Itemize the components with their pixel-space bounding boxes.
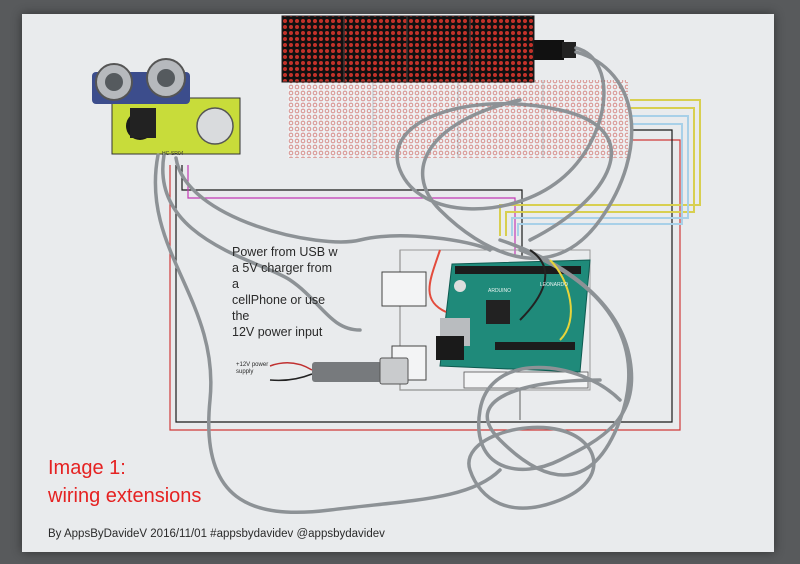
caption-line-2: wiring extensions xyxy=(48,485,202,507)
caption: Image 1: wiring extensions xyxy=(48,454,201,510)
arduino-label: ARDUINO xyxy=(488,288,512,294)
credit-line: By AppsByDavideV 2016/11/01 #appsbydavid… xyxy=(48,528,385,540)
jumper-wires xyxy=(428,249,572,341)
leonardo-label: LEONARDO xyxy=(540,282,569,288)
printed-board-outline xyxy=(381,249,591,391)
sensor-code-label: HC-SR04 xyxy=(162,151,184,157)
printed-matrix xyxy=(288,80,628,158)
ultrasonic-sensor xyxy=(92,58,241,155)
gray-cables xyxy=(153,46,634,514)
arduino-board xyxy=(436,259,591,373)
power-jack xyxy=(269,357,409,385)
caption-line-1: Image 1: xyxy=(48,457,126,479)
led-matrix-module xyxy=(281,15,576,83)
